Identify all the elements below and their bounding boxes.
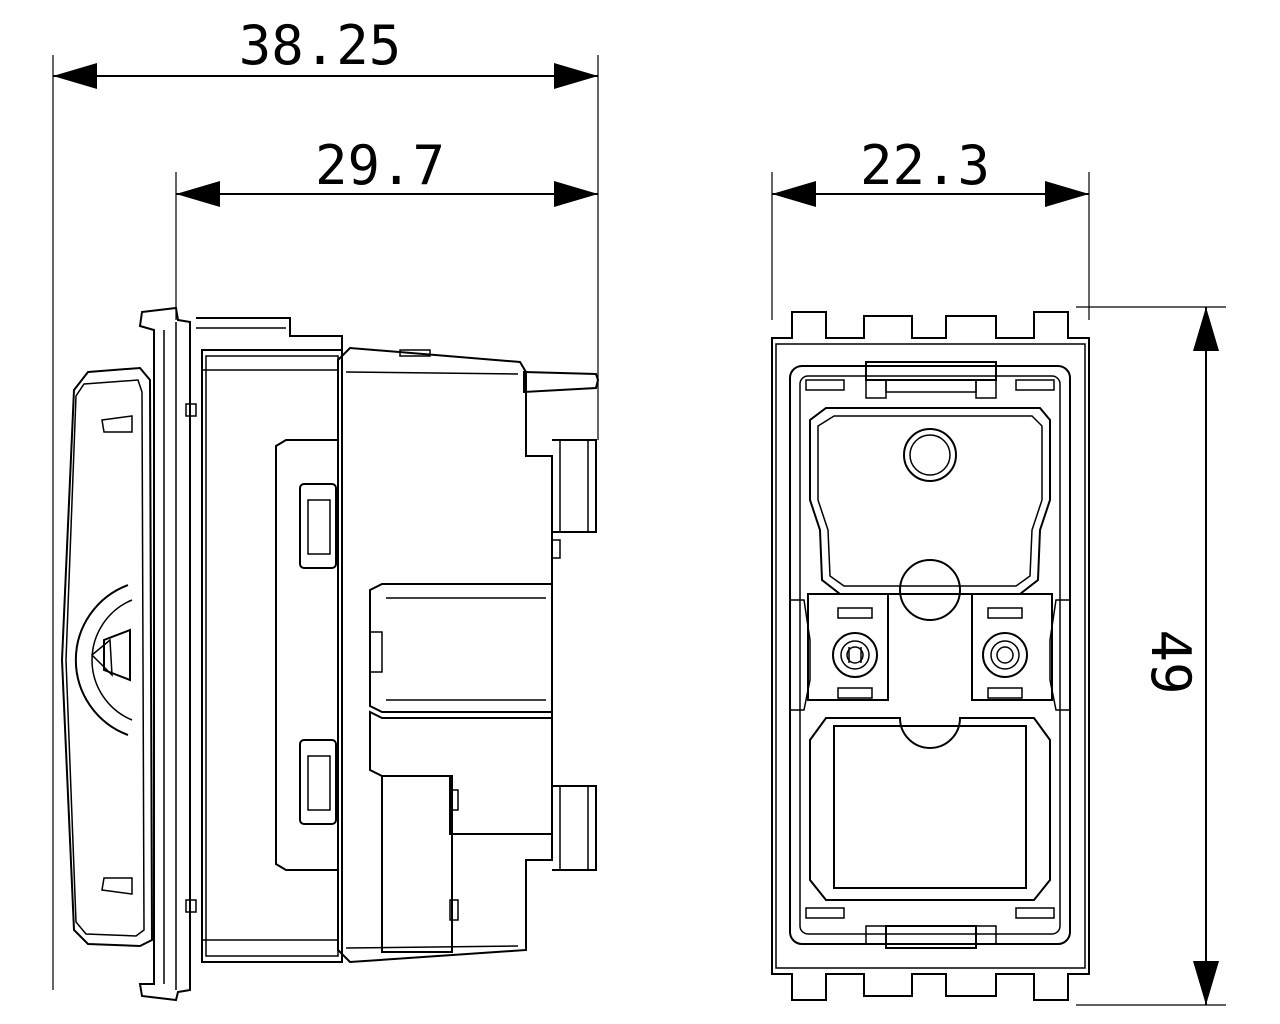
dimension-label-height: 49 — [1139, 629, 1202, 694]
dimension-height: 49 — [1076, 306, 1226, 1006]
dimension-label-overall-depth: 38.25 — [239, 14, 402, 77]
side-view — [60, 306, 600, 1002]
dimension-body-depth: 29.7 — [175, 134, 598, 320]
dimension-label-width: 22.3 — [860, 134, 990, 197]
dimension-width: 22.3 — [771, 134, 1090, 320]
dimension-overall-depth: 38.25 — [52, 14, 599, 990]
dimension-label-body-depth: 29.7 — [315, 134, 445, 197]
front-view — [771, 311, 1090, 1001]
